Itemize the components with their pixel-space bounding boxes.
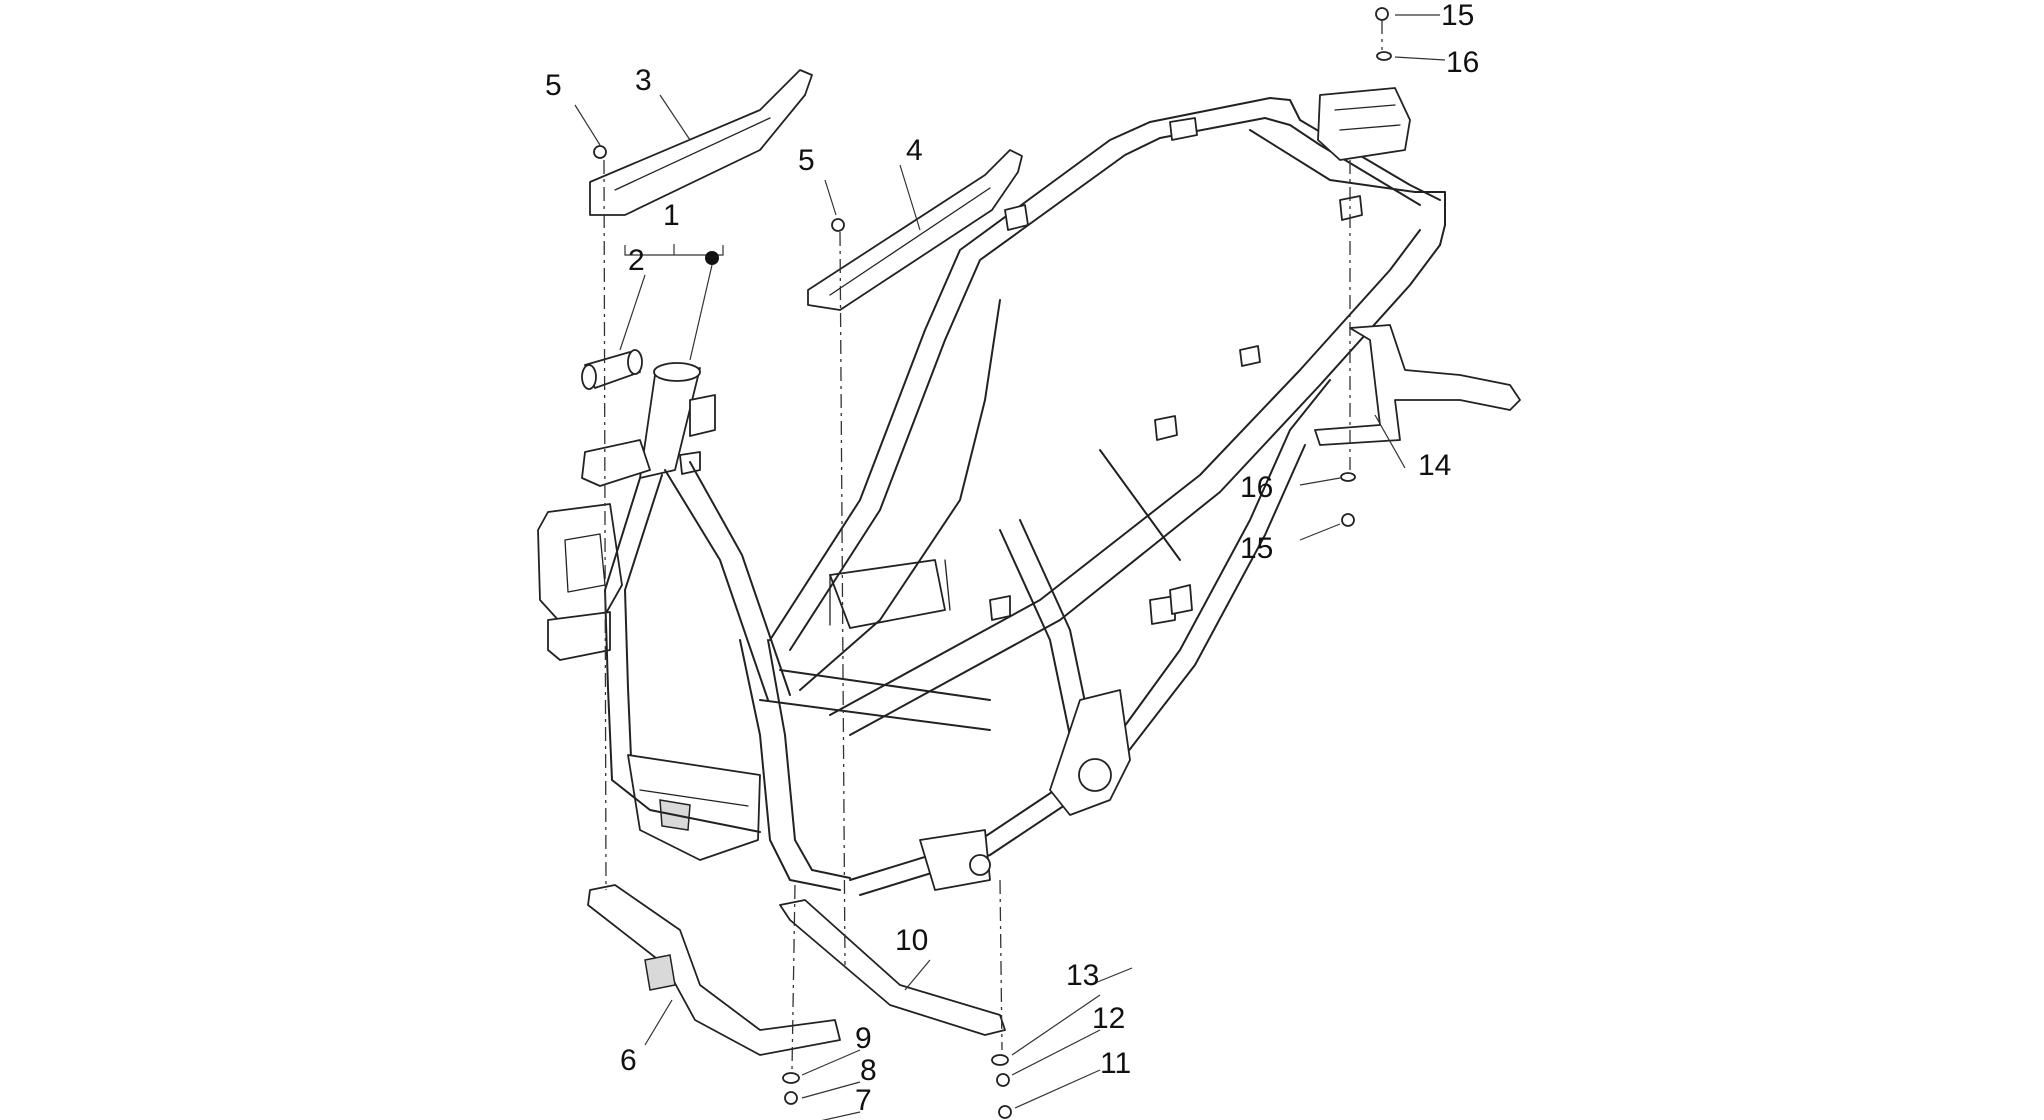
callout-2: 2	[628, 244, 645, 277]
callout-5-left: 5	[545, 69, 562, 102]
part-2-bushing	[581, 349, 643, 390]
callout-12: 12	[1092, 1002, 1125, 1035]
fasteners	[593, 7, 1392, 1119]
callout-6: 6	[620, 1044, 637, 1077]
callout-16-bottom: 16	[1240, 471, 1273, 504]
callout-8: 8	[860, 1054, 877, 1087]
callout-9: 9	[855, 1022, 872, 1055]
part-10-bracket	[779, 899, 1006, 1036]
callout-7: 7	[855, 1084, 872, 1117]
callout-3: 3	[635, 64, 652, 97]
part-14-bracket	[1314, 324, 1521, 446]
leader-lines	[574, 14, 1446, 1120]
callout-15-top: 15	[1441, 0, 1474, 32]
part-6-bracket	[587, 884, 841, 1056]
callout-1: 1	[663, 199, 680, 232]
part-3-bracket	[589, 69, 813, 216]
callout-5-right: 5	[798, 144, 815, 177]
part-4-bracket	[807, 149, 1023, 311]
callout-14: 14	[1418, 449, 1451, 482]
callout-4: 4	[906, 134, 923, 167]
callout-13: 13	[1066, 959, 1099, 992]
callout-16-top: 16	[1446, 46, 1479, 79]
callout-15-bottom: 15	[1240, 532, 1273, 565]
callout-labels: 1 2 3 4 5 5 6 7 8 9 10 11 12 13 14 15 15…	[545, 0, 1479, 1117]
callout-10: 10	[895, 924, 928, 957]
callout-11: 11	[1100, 1047, 1131, 1080]
main-frame	[537, 87, 1446, 896]
assembly-axes	[603, 20, 1383, 1071]
